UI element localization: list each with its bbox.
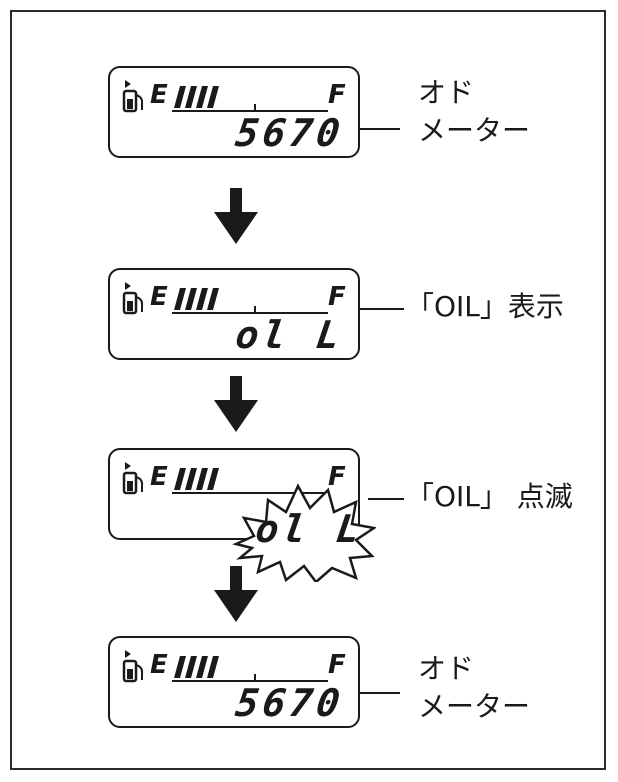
fuel-full-label: F bbox=[328, 80, 346, 110]
fuel-empty-label: E bbox=[150, 282, 168, 312]
annotation-odometer-1: オド メーター bbox=[418, 76, 531, 147]
fuel-gauge-tick bbox=[254, 104, 256, 112]
fuel-level-bars bbox=[174, 656, 219, 678]
fuel-gauge-scale bbox=[172, 680, 328, 682]
fuel-gauge-scale bbox=[172, 110, 328, 112]
fuel-gauge-scale bbox=[172, 312, 328, 314]
down-arrow-icon bbox=[214, 566, 258, 622]
fuel-empty-label: E bbox=[150, 462, 168, 492]
fuel-gauge-scale bbox=[172, 492, 328, 494]
fuel-pump-icon bbox=[122, 650, 144, 683]
leader-line bbox=[358, 692, 400, 694]
fuel-full-label: F bbox=[328, 462, 346, 492]
down-arrow-icon bbox=[214, 188, 258, 244]
leader-line bbox=[368, 498, 404, 500]
down-arrow-icon bbox=[214, 376, 258, 432]
fuel-empty-label: E bbox=[150, 80, 168, 110]
fuel-full-label: F bbox=[328, 650, 346, 680]
meter-panel-odometer-1: E F 5670 bbox=[108, 66, 360, 158]
meter-panel-odometer-2: E F 5670 bbox=[108, 636, 360, 728]
fuel-gauge-tick bbox=[254, 674, 256, 682]
fuel-pump-icon bbox=[122, 462, 144, 495]
diagram-frame bbox=[10, 10, 606, 770]
leader-line bbox=[358, 308, 404, 310]
blink-burst-icon bbox=[232, 483, 376, 582]
leader-line bbox=[358, 128, 400, 130]
fuel-pump-icon bbox=[122, 282, 144, 315]
meter-panel-oil-display: E F ol L bbox=[108, 268, 360, 360]
oil-readout: ol L bbox=[233, 313, 348, 357]
fuel-full-label: F bbox=[328, 282, 346, 312]
odometer-readout: 5670 bbox=[233, 111, 348, 155]
fuel-gauge-tick bbox=[254, 306, 256, 314]
fuel-empty-label: E bbox=[150, 650, 168, 680]
annotation-oil-blinking: 「OIL」 点滅 bbox=[406, 480, 573, 513]
fuel-pump-icon bbox=[122, 80, 144, 113]
annotation-odometer-2: オド メーター bbox=[418, 652, 531, 723]
oil-readout-blinking: ol L bbox=[252, 507, 367, 551]
fuel-level-bars bbox=[174, 468, 219, 490]
fuel-level-bars bbox=[174, 288, 219, 310]
odometer-readout: 5670 bbox=[233, 681, 348, 725]
fuel-level-bars bbox=[174, 86, 219, 108]
annotation-oil-display: 「OIL」表示 bbox=[406, 290, 564, 323]
